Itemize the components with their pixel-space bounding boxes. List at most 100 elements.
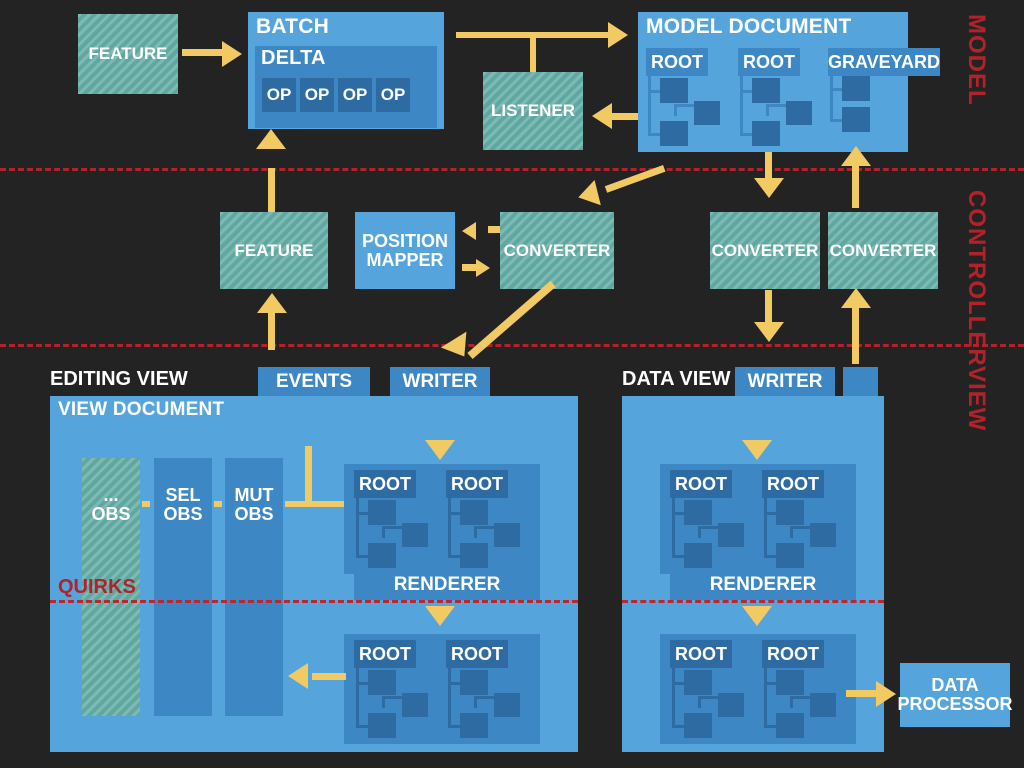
editing-renderer-label: RENDERER — [393, 574, 501, 596]
arrow-data-renderer-to-lower-tree-head — [742, 606, 772, 626]
model-root-header[interactable]: ROOT — [738, 48, 800, 76]
arrow-model-document-to-converter-head — [575, 179, 601, 211]
data-upper-tree-container[interactable]: ROOT ROOT — [660, 464, 856, 574]
data-lower-root-tree — [762, 668, 852, 738]
controller-converter-editing-label: CONVERTER — [503, 240, 611, 260]
separator-model-controller — [0, 168, 1024, 171]
editing-upper-root-label: ROOT — [359, 473, 411, 494]
layer-label-view: VIEW — [963, 366, 990, 432]
arrow-data-writer-to-tree-head — [742, 440, 772, 460]
editing-view-title: EDITING VIEW — [50, 368, 188, 390]
arrow-converter-to-position-mapper-shaft — [488, 226, 502, 233]
arrow-feature-to-batch-shaft — [182, 49, 224, 56]
op-box[interactable]: OP — [338, 78, 372, 112]
arrow-renderer-to-lower-tree-head — [425, 606, 455, 626]
editing-observer-line1: MUT — [234, 485, 274, 505]
data-lower-root-label: ROOT — [767, 643, 819, 664]
controller-converter-data-1-box[interactable]: CONVERTER — [710, 212, 820, 289]
editing-observer-column[interactable]: ... OBS — [82, 458, 140, 716]
editing-observer-line1: ... — [103, 485, 119, 505]
controller-converter-editing-box[interactable]: CONVERTER — [500, 212, 614, 289]
position-mapper-line1: POSITION — [361, 230, 448, 251]
data-quirks-separator — [622, 600, 884, 603]
batch-box[interactable]: BATCH DELTA OP OP OP OP — [248, 12, 444, 129]
arrow-data-view-to-processor-shaft — [846, 690, 880, 697]
data-extra-tab[interactable] — [843, 367, 878, 396]
editing-lower-tree-container[interactable]: ROOT ROOT — [344, 634, 540, 744]
arrow-branch-to-listener-shaft — [530, 36, 536, 74]
position-mapper-label: POSITION MAPPER — [355, 212, 455, 289]
editing-observer-column[interactable]: MUT OBS — [225, 458, 283, 716]
editing-observer-line2: OBS — [91, 503, 131, 524]
data-renderer-label: RENDERER — [709, 574, 817, 596]
model-graveyard-label: GRAVEYARD — [827, 51, 941, 72]
op-box[interactable]: OP — [262, 78, 296, 112]
layer-label-model: MODEL — [963, 14, 990, 106]
controller-converter-data-2-box[interactable]: CONVERTER — [828, 212, 938, 289]
editing-upper-root-header[interactable]: ROOT — [446, 470, 508, 498]
op-label: OP — [342, 85, 368, 105]
editing-lower-root-header[interactable]: ROOT — [354, 640, 416, 668]
arrow-converter-to-model-document-up-head — [841, 146, 871, 166]
data-writer-label: WRITER — [747, 370, 823, 392]
model-root-header[interactable]: ROOT — [646, 48, 708, 76]
editing-renderer-box[interactable]: RENDERER — [354, 570, 540, 600]
editing-writer-tab[interactable]: WRITER — [390, 367, 490, 396]
batch-title: BATCH — [256, 15, 329, 38]
listener-box[interactable]: LISTENER — [483, 72, 583, 150]
arrow-observer-link-1 — [142, 501, 150, 507]
data-upper-root-header[interactable]: ROOT — [762, 470, 824, 498]
op-box[interactable]: OP — [300, 78, 334, 112]
editing-lower-root-label: ROOT — [451, 643, 503, 664]
data-lower-tree-container[interactable]: ROOT ROOT — [660, 634, 856, 744]
editing-events-tab[interactable]: EVENTS — [258, 367, 370, 396]
arrow-feature-to-batch-vertical-head — [256, 129, 286, 149]
arrow-events-to-feature-shaft — [268, 310, 275, 350]
arrow-converter-to-model-document-up-shaft — [852, 162, 859, 208]
controller-feature-box[interactable]: FEATURE — [220, 212, 328, 289]
data-upper-root-label: ROOT — [675, 473, 727, 494]
op-box[interactable]: OP — [376, 78, 410, 112]
data-view-title: DATA VIEW — [622, 368, 731, 390]
editing-observer-column[interactable]: SEL OBS — [154, 458, 212, 716]
data-lower-root-header[interactable]: ROOT — [670, 640, 732, 668]
delta-box[interactable]: DELTA OP OP OP OP — [255, 46, 437, 128]
arrow-converter-to-position-mapper-head — [462, 222, 476, 240]
model-feature-box[interactable]: FEATURE — [78, 14, 178, 94]
arrow-observers-to-events-vertical — [305, 446, 312, 504]
delta-title: DELTA — [261, 47, 326, 69]
editing-lower-root-header[interactable]: ROOT — [446, 640, 508, 668]
arrow-observers-to-events-shaft — [285, 501, 360, 507]
data-processor-label: DATA PROCESSOR — [897, 663, 1013, 727]
controller-converter-data-1-label: CONVERTER — [711, 240, 819, 260]
model-root-tree — [738, 76, 828, 146]
model-graveyard-header[interactable]: GRAVEYARD — [828, 48, 940, 76]
data-upper-root-tree — [762, 498, 852, 568]
model-root-label: ROOT — [651, 51, 703, 72]
arrow-model-document-to-converter-down-head — [754, 178, 784, 198]
data-processor-box[interactable]: DATA PROCESSOR — [897, 663, 1013, 727]
arrow-events-to-feature-head — [257, 293, 287, 313]
data-renderer-box[interactable]: RENDERER — [670, 570, 856, 600]
model-feature-label: FEATURE — [88, 44, 168, 64]
layer-label-controller: CONTROLLER — [963, 190, 990, 367]
data-writer-tab[interactable]: WRITER — [735, 367, 835, 396]
model-document-box[interactable]: MODEL DOCUMENT ROOT ROOT — [638, 12, 940, 152]
arrow-writer-to-tree-head — [425, 440, 455, 460]
editing-view-document-panel[interactable]: VIEW DOCUMENT ... OBS SEL OBS MUT OBS — [50, 396, 578, 752]
editing-upper-tree-container[interactable]: ROOT ROOT — [344, 464, 540, 574]
arrow-model-document-to-converter-down-shaft — [765, 152, 772, 184]
position-mapper-box[interactable]: POSITION MAPPER — [355, 212, 455, 289]
data-lower-root-header[interactable]: ROOT — [762, 640, 824, 668]
data-view-document-panel[interactable]: ROOT ROOT — [622, 396, 884, 752]
data-upper-root-header[interactable]: ROOT — [670, 470, 732, 498]
editing-lower-root-tree — [446, 668, 536, 738]
data-processor-line2: PROCESSOR — [897, 694, 1013, 714]
arrow-converter-to-writer-head — [440, 331, 478, 365]
model-root-tree — [646, 76, 736, 146]
model-root-label: ROOT — [743, 51, 795, 72]
editing-upper-root-header[interactable]: ROOT — [354, 470, 416, 498]
editing-upper-root-label: ROOT — [451, 473, 503, 494]
arrow-position-mapper-to-converter-shaft — [462, 264, 476, 271]
